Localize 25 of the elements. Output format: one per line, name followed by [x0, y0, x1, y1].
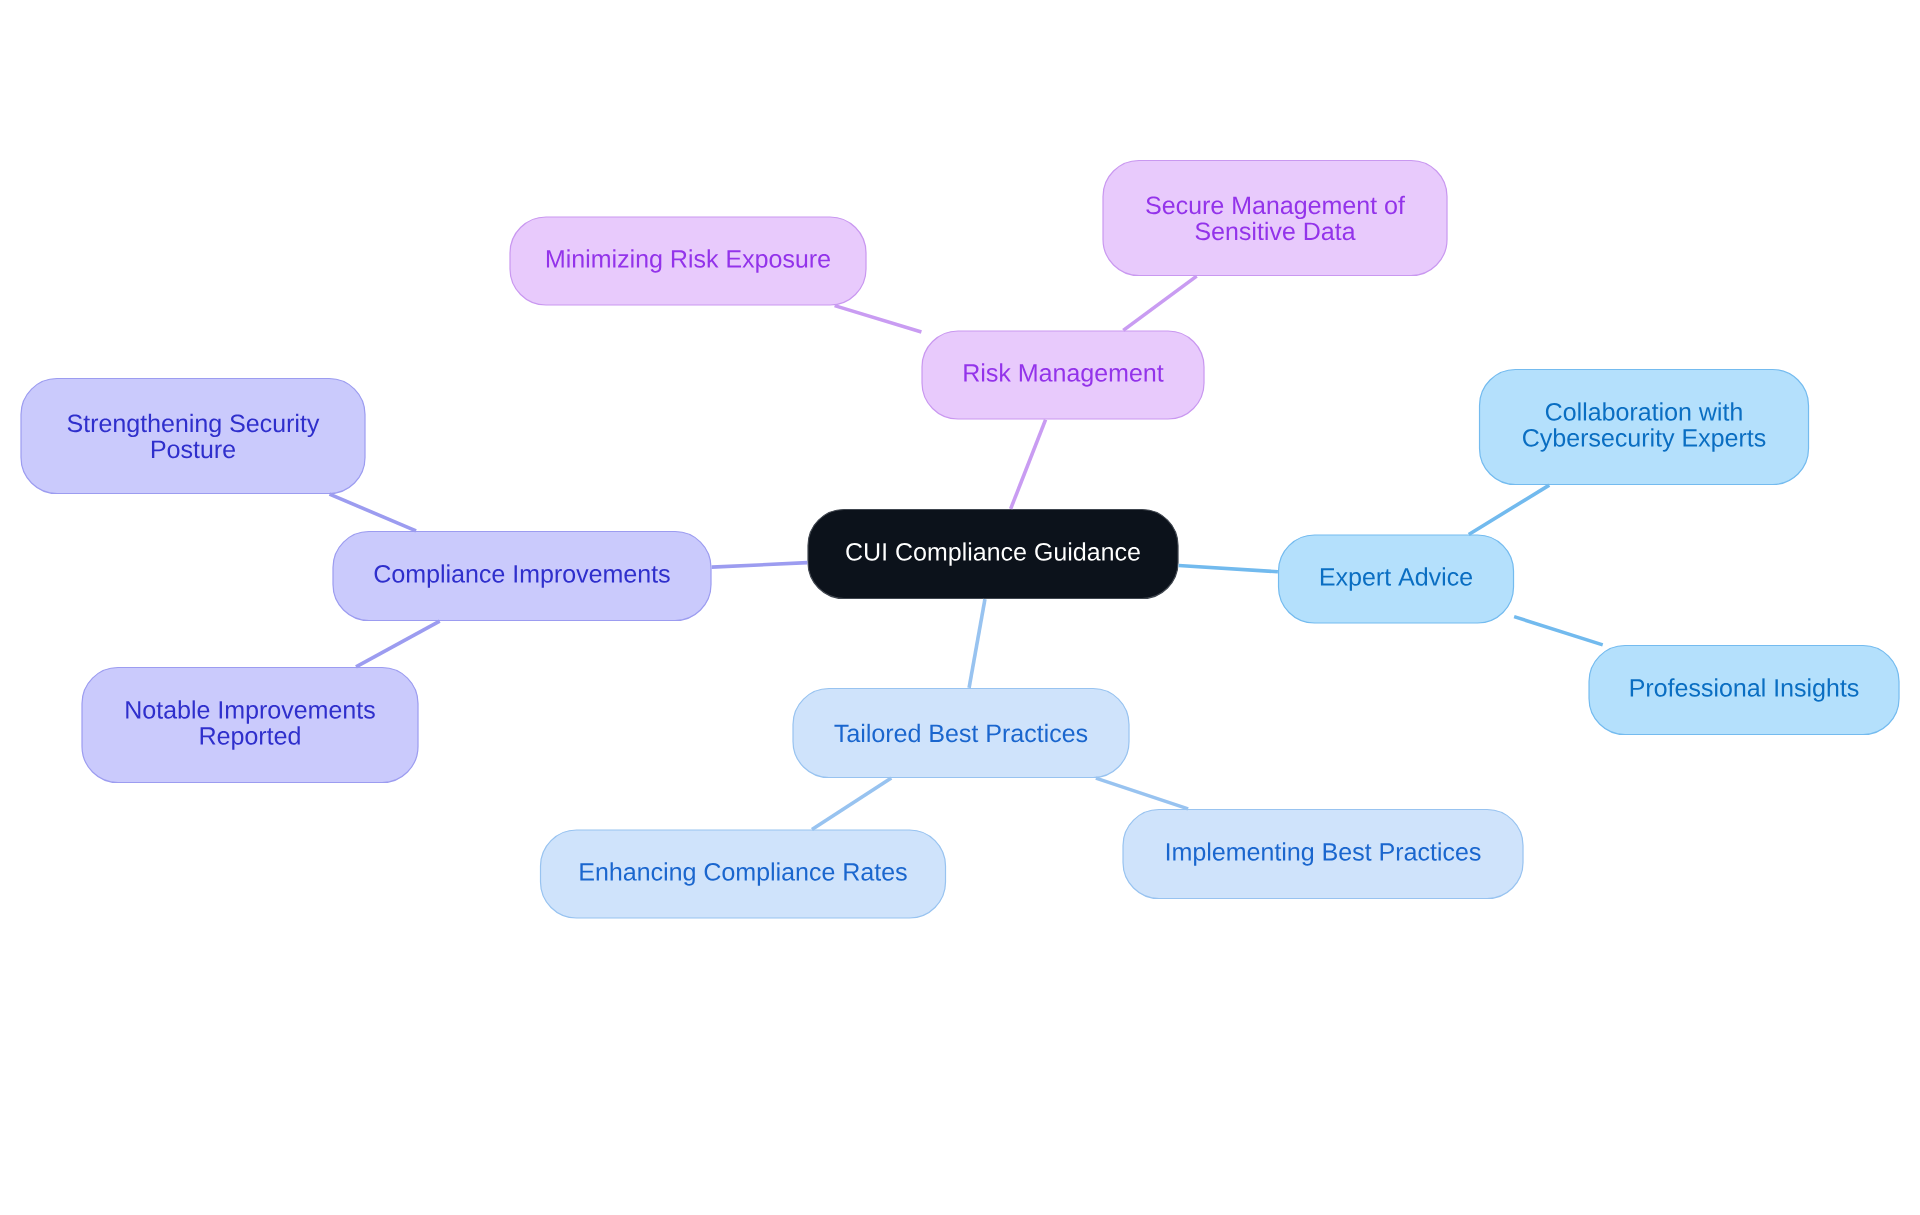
- connector-line: [834, 303, 922, 334]
- branch-box: Expert Advice: [1277, 534, 1515, 624]
- subtopic-box: Strengthening Security Posture: [20, 377, 366, 495]
- connector-line: [1467, 483, 1551, 536]
- connector-line: [1178, 563, 1279, 574]
- subtopic-box: Professional Insights: [1588, 644, 1900, 736]
- connector-line: [967, 598, 987, 689]
- branch-box: Risk Management: [921, 330, 1205, 420]
- subtopic-box: Enhancing Compliance Rates: [539, 829, 947, 919]
- subtopic-box: Implementing Best Practices: [1122, 808, 1524, 900]
- connector-line: [328, 492, 417, 533]
- connector-line: [1008, 418, 1048, 510]
- connector-line: [1513, 614, 1604, 647]
- topic-box: CUI Compliance Guidance: [807, 508, 1179, 600]
- connector-line: [1122, 274, 1198, 332]
- branch-box: Tailored Best Practices: [792, 687, 1130, 779]
- connector-line: [1095, 776, 1189, 811]
- subtopic-box: Notable Improvements Reported: [81, 666, 419, 784]
- subtopic-box: Collaboration with Cybersecurity Experts: [1478, 368, 1810, 486]
- branch-box: Compliance Improvements: [332, 530, 712, 622]
- connector-line: [711, 560, 808, 569]
- connector-line: [810, 776, 893, 831]
- subtopic-box: Minimizing Risk Exposure: [509, 216, 867, 306]
- connector-line: [355, 619, 441, 669]
- subtopic-box: Secure Management of Sensitive Data: [1102, 159, 1448, 277]
